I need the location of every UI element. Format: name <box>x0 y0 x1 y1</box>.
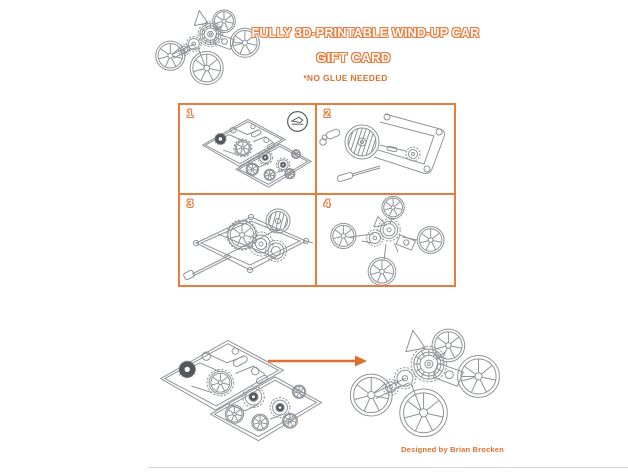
gear-train-illustration <box>180 195 315 285</box>
header: FULLY 3D-PRINTABLE WIND-UP CAR GIFT CARD… <box>248 26 483 83</box>
assembly-steps-grid: 1 2 3 4 <box>178 103 456 287</box>
step-panel-2: 2 <box>317 105 454 195</box>
step-panel-4: 4 <box>317 195 454 285</box>
wheel-mounting-illustration <box>317 195 454 285</box>
designer-credit: Designed by Brian Brocken <box>401 445 504 454</box>
step-4-number: 4 <box>324 198 331 210</box>
step-panel-3: 3 <box>180 195 317 285</box>
printed-part-cards-illustration-large <box>154 328 324 444</box>
step-panel-1: 1 <box>180 105 317 195</box>
right-arrow-icon <box>266 355 367 367</box>
step-2-number: 2 <box>324 108 331 120</box>
bottom-divider <box>148 467 628 468</box>
chassis-exploded-illustration <box>317 105 454 193</box>
page-title-line-1: FULLY 3D-PRINTABLE WIND-UP CAR <box>251 26 480 40</box>
assembled-car-illustration-large <box>342 324 506 444</box>
no-glue-note: *NO GLUE NEEDED <box>303 73 388 83</box>
hobby-knife-icon <box>286 110 309 133</box>
step-3-number: 3 <box>187 198 194 210</box>
page-title-line-2: GIFT CARD <box>316 50 391 65</box>
step-1-number: 1 <box>187 108 194 120</box>
